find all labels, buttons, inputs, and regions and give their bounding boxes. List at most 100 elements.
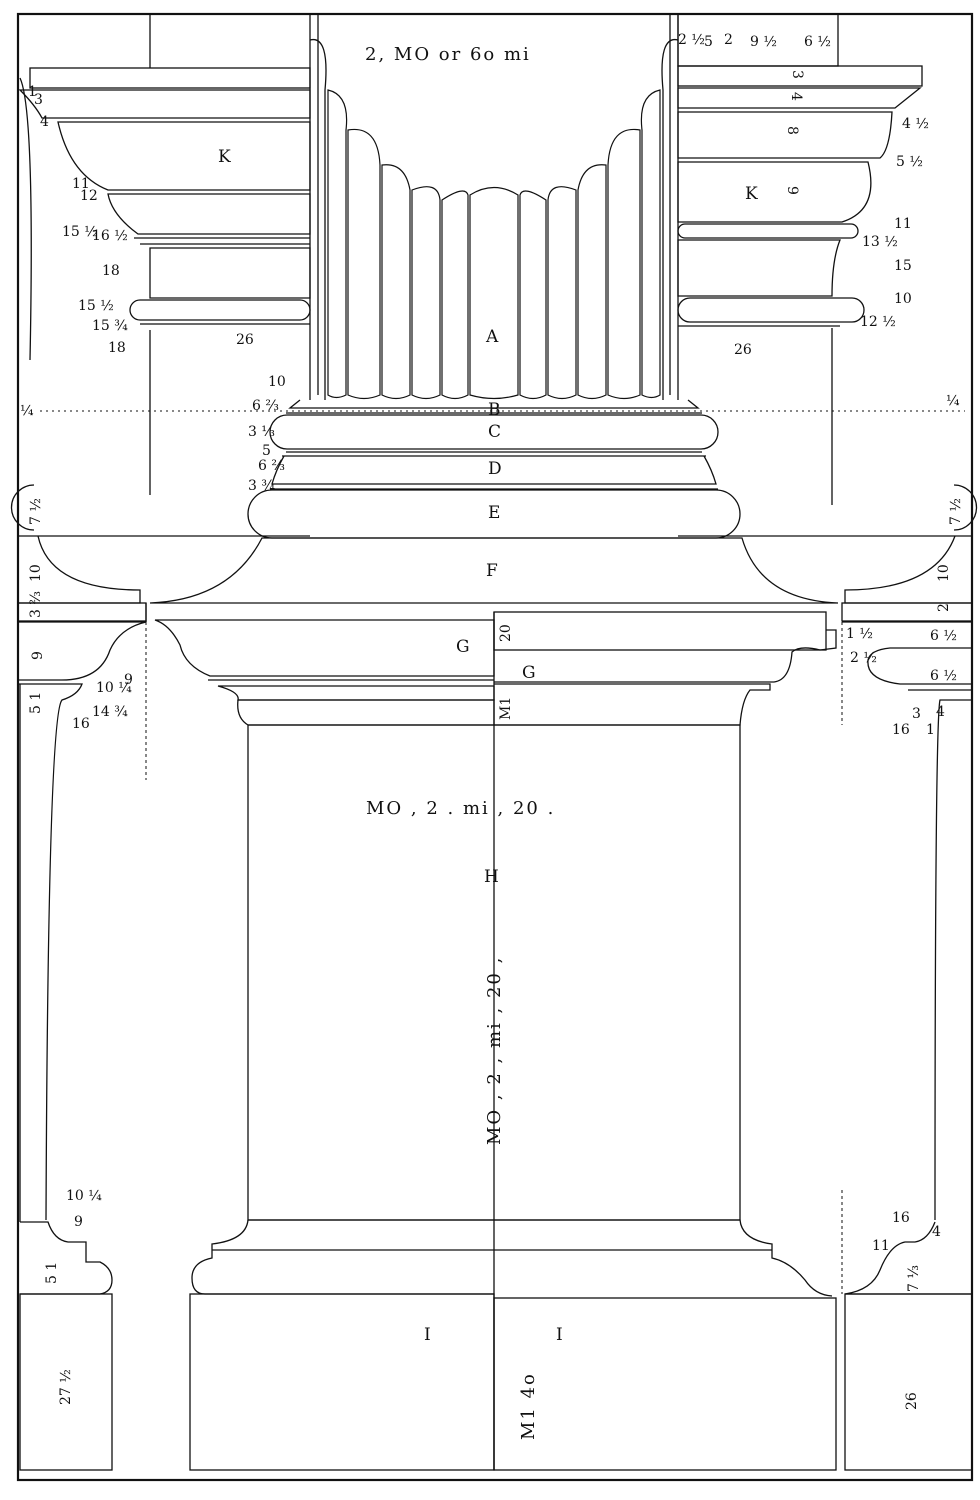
dim: 7 ½ <box>28 498 44 525</box>
dim: 6 ½ <box>804 34 831 50</box>
left-base-dimensions: 10 ¼ 9 5 1 27 ½ <box>44 1188 102 1405</box>
left-pedestal-profile <box>10 484 310 1471</box>
dim: 5 <box>262 443 271 459</box>
dim: 18 <box>102 263 120 279</box>
dim: 5 1 <box>28 692 44 714</box>
right-capital-dimensions: 2 ½ 5 2 9 ½ 6 ½ 3 4 4 ½ 8 5 ½ 9 11 13 ½ … <box>678 32 929 358</box>
dim: ¼ <box>946 393 960 409</box>
dim: 10 ¼ <box>66 1188 102 1204</box>
dim: 10 <box>894 291 912 307</box>
dim: 16 <box>892 1210 910 1226</box>
dim: 16 ½ <box>92 228 128 244</box>
dim: 18 <box>108 340 126 356</box>
label-B: B <box>488 400 501 420</box>
dim: 1 ½ <box>846 626 873 642</box>
dim: 2 ½ <box>678 32 705 48</box>
pedestal-base <box>189 612 837 1471</box>
label-K-left: K <box>218 147 231 167</box>
dim: 9 <box>74 1214 83 1230</box>
left-capital-dimensions: 3 1 4 11 12 15 ½ 16 ½ 18 15 ½ 15 ¾ 18 26… <box>28 84 286 494</box>
dim: 9 ½ <box>750 34 777 50</box>
dim: 10 <box>28 564 44 582</box>
dim: 3 <box>789 70 805 79</box>
dim: 2 ½ <box>850 650 877 666</box>
label-K-right: K <box>745 184 758 204</box>
label-E: E <box>488 503 500 523</box>
label-A: A <box>485 327 499 347</box>
dim: 3 <box>912 706 921 722</box>
dim: 4 ½ <box>902 116 929 132</box>
dim: 16 <box>72 716 90 732</box>
dim: 5 1 <box>44 1262 60 1284</box>
plate-frame <box>16 12 974 1482</box>
dim: 1 <box>926 722 935 738</box>
left-capital <box>18 14 311 495</box>
left-column-dimensions: 7 ½ 10 3 ⅔ 9 5 1 10 ¼ 9 14 ¾ 16 <box>28 498 133 732</box>
top-title: 2, MO or 6o mi <box>365 44 531 65</box>
dim: 2 <box>724 32 733 48</box>
right-base-dimensions: 16 4 11 7 ⅓ 26 <box>872 1210 941 1410</box>
label-D: D <box>488 459 502 479</box>
dim: 9 <box>784 186 800 195</box>
dim: 15 <box>894 258 912 274</box>
dim: 6 ½ <box>930 668 957 684</box>
dim: 26 <box>734 342 752 358</box>
dim: M1 <box>498 697 514 720</box>
dim: 2 <box>936 603 952 612</box>
dim: 11 <box>894 216 912 232</box>
dim: 4 <box>40 114 49 130</box>
dim: 6 ⅔ <box>258 458 285 474</box>
dim: 3 ¾ <box>248 478 275 494</box>
dim: 3 <box>34 92 43 108</box>
dim: 15 ¾ <box>92 318 128 334</box>
label-I-right: I <box>556 1325 563 1345</box>
mid-title: MO , 2 . mi , 20 . <box>366 798 555 819</box>
label-H: H <box>484 867 499 887</box>
pedestal-cornice <box>154 611 837 726</box>
dim: 7 ⅓ <box>906 1265 922 1292</box>
dim: 15 ½ <box>62 224 98 240</box>
dim: 4 <box>788 92 804 101</box>
base-vertical-title: M1 4o <box>518 1372 539 1440</box>
dim: 4 <box>932 1224 941 1240</box>
label-I-left: I <box>424 1325 431 1345</box>
right-capital <box>677 13 923 505</box>
dim: 6 ½ <box>930 628 957 644</box>
dim: 16 <box>892 722 910 738</box>
dim: ¼ <box>20 403 34 419</box>
dim: 4 <box>936 704 945 720</box>
dim: 12 <box>80 188 98 204</box>
label-G-left: G <box>456 637 470 657</box>
vertical-title: MO , 2 , mi , 20 , <box>484 956 505 1145</box>
label-C: C <box>488 422 501 442</box>
dim: 9 <box>30 651 46 660</box>
column-shaft <box>309 14 679 400</box>
dim: 13 ½ <box>862 234 898 250</box>
dim: 26 <box>236 332 254 348</box>
dim: 1 <box>28 84 37 100</box>
label-G-right: G <box>522 663 536 683</box>
dim: 3 ⅔ <box>28 591 44 618</box>
dim: 6 ⅔ <box>252 398 279 414</box>
column-base-moldings <box>149 399 839 604</box>
dim: 27 ½ <box>58 1369 74 1405</box>
right-pedestal-profile <box>678 484 978 1471</box>
dim: 7 ½ <box>948 498 964 525</box>
dim: 9 <box>124 672 133 688</box>
label-F: F <box>486 561 498 581</box>
dim: 15 ½ <box>78 298 114 314</box>
dim: 5 <box>704 34 713 50</box>
dim: 10 <box>936 564 952 582</box>
dim: 8 <box>784 126 800 135</box>
dim: 3 ⅓ <box>248 424 275 440</box>
dim: 14 ¾ <box>92 704 128 720</box>
dim: 11 <box>872 1238 890 1254</box>
dim: 26 <box>904 1392 920 1410</box>
dim: 5 ½ <box>896 154 923 170</box>
dim: 12 ½ <box>860 314 896 330</box>
dim: 10 <box>268 374 286 390</box>
dim: 10 ¼ <box>96 680 132 696</box>
dim: 11 <box>72 176 90 192</box>
dim: 20 <box>498 624 514 642</box>
